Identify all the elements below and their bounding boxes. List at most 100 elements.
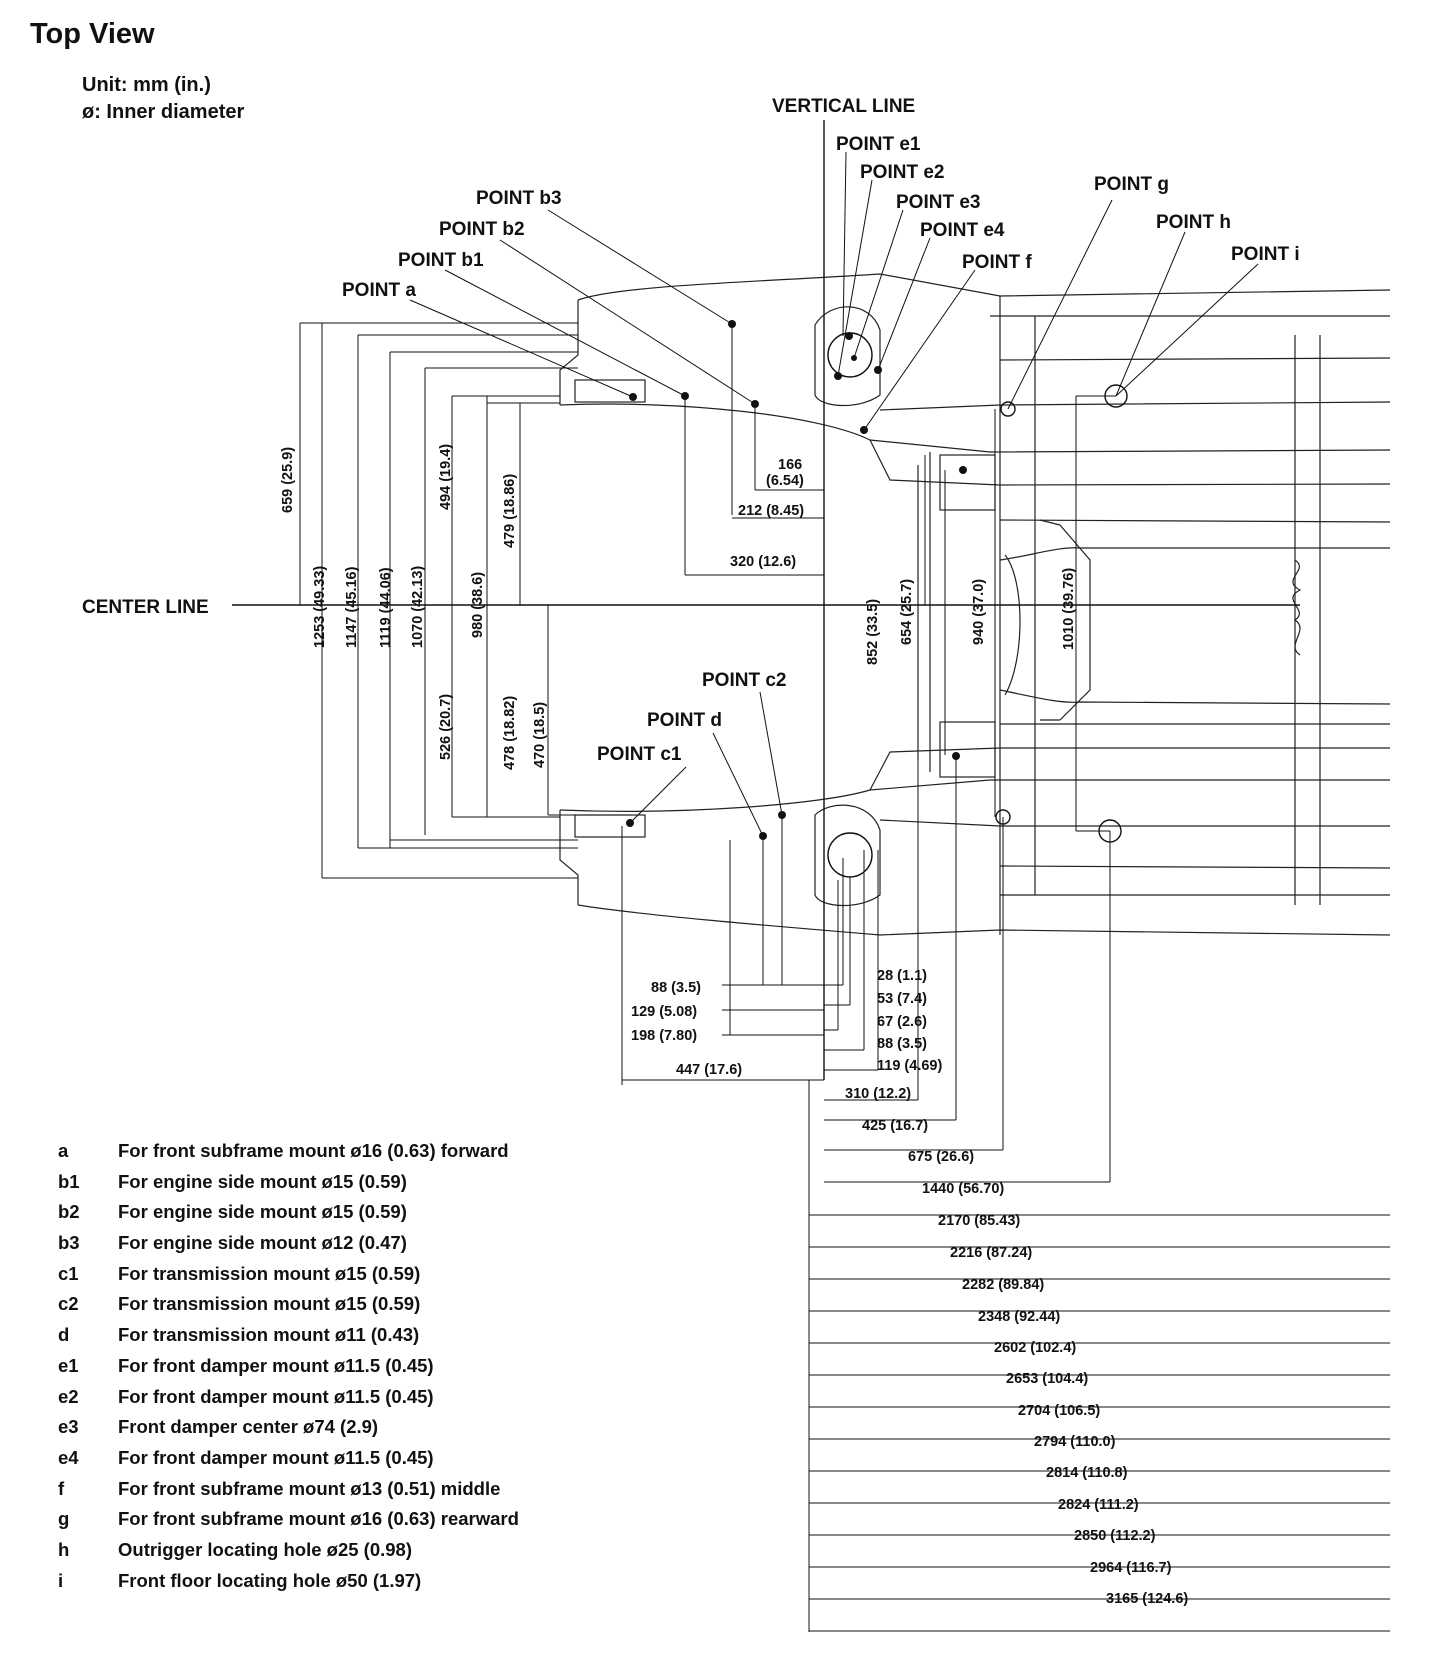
- legend-text: Outrigger locating hole ø25 (0.98): [118, 1538, 412, 1560]
- point-e2-label: POINT e2: [860, 162, 944, 183]
- dim-675: 675 (26.6): [908, 1149, 974, 1165]
- legend-text: For front damper mount ø11.5 (0.45): [118, 1385, 434, 1407]
- point-e1-marker: [845, 332, 853, 340]
- legend-item: e3 Front damper center ø74 (2.9): [58, 1416, 519, 1447]
- dim-478: 478 (18.82): [502, 696, 518, 770]
- dim-67: 67 (2.6): [877, 1014, 927, 1030]
- dim-980: 980 (38.6): [470, 572, 486, 638]
- legend-text: For transmission mount ø11 (0.43): [118, 1324, 420, 1346]
- dim-2704: 2704 (106.5): [1018, 1403, 1100, 1419]
- point-c1-label: POINT c1: [597, 744, 682, 765]
- dim-53: 53 (7.4): [877, 991, 927, 1007]
- legend-item: e1 For front damper mount ø11.5 (0.45): [58, 1355, 519, 1386]
- forward-dimension-lines: [621, 324, 824, 1085]
- legend-item: c1 For transmission mount ø15 (0.59): [58, 1263, 519, 1294]
- point-i-label: POINT i: [1231, 244, 1300, 265]
- dim-852: 852 (33.5): [865, 599, 881, 665]
- point-a-label: POINT a: [342, 280, 416, 301]
- dim-2216: 2216 (87.24): [950, 1245, 1032, 1261]
- legend-text: For front subframe mount ø13 (0.51) midd…: [118, 1477, 501, 1499]
- dim-129: 129 (5.08): [631, 1004, 697, 1020]
- dim-2964: 2964 (116.7): [1090, 1560, 1172, 1576]
- damper-center-circle-lower: [827, 832, 873, 878]
- dim-310: 310 (12.2): [845, 1086, 911, 1102]
- dim-2602: 2602 (102.4): [994, 1340, 1076, 1356]
- lateral-dimension-lines: [299, 322, 1116, 879]
- dim-1070: 1070 (42.13): [410, 566, 426, 648]
- dim-659: 659 (25.9): [280, 447, 296, 513]
- legend-key: g: [58, 1508, 70, 1530]
- dim-28: 28 (1.1): [877, 968, 927, 984]
- legend-item: c2 For transmission mount ø15 (0.59): [58, 1293, 519, 1324]
- vertical-line-label: VERTICAL LINE: [772, 96, 915, 117]
- dim-2348: 2348 (92.44): [978, 1309, 1060, 1325]
- body-frame-outline: [559, 273, 1391, 936]
- point-e4-label: POINT e4: [920, 220, 1005, 241]
- dim-1440: 1440 (56.70): [922, 1181, 1004, 1197]
- dim-212: 212 (8.45): [738, 503, 804, 519]
- dim-479: 479 (18.86): [502, 474, 518, 548]
- legend-text: Front floor locating hole ø50 (1.97): [118, 1569, 422, 1591]
- legend-text: For transmission mount ø15 (0.59): [118, 1262, 421, 1284]
- measurement-points: [626, 320, 1128, 878]
- legend-text: For engine side mount ø15 (0.59): [118, 1170, 407, 1192]
- legend-key: f: [58, 1477, 65, 1499]
- point-h-label: POINT h: [1156, 212, 1231, 233]
- dim-166-in: (6.54): [766, 473, 804, 489]
- point-c2-label: POINT c2: [702, 670, 786, 691]
- point-f-label: POINT f: [962, 252, 1032, 273]
- dim-88-rear: 88 (3.5): [877, 1036, 927, 1052]
- dim-447: 447 (17.6): [676, 1062, 742, 1078]
- legend-item: a For front subframe mount ø16 (0.63) for…: [58, 1140, 519, 1171]
- dim-166: 166: [778, 457, 802, 473]
- legend-text: For transmission mount ø15 (0.59): [118, 1293, 421, 1315]
- dim-320: 320 (12.6): [730, 554, 796, 570]
- dim-526: 526 (20.7): [438, 694, 454, 760]
- dim-2824: 2824 (111.2): [1058, 1497, 1139, 1513]
- dim-198: 198 (7.80): [631, 1028, 697, 1044]
- point-e1-label: POINT e1: [836, 134, 921, 155]
- dim-88-fwd: 88 (3.5): [651, 980, 701, 996]
- dim-494: 494 (19.4): [438, 444, 454, 510]
- dim-2850: 2850 (112.2): [1074, 1528, 1156, 1544]
- dim-119: 119 (4.69): [877, 1058, 942, 1074]
- point-f-lower-mount: [959, 466, 967, 474]
- dim-1010: 1010 (39.76): [1061, 568, 1077, 650]
- point-e3-label: POINT e3: [896, 192, 980, 213]
- leader-lines: [409, 151, 1259, 837]
- center-line-label: CENTER LINE: [82, 597, 209, 618]
- legend-key: b2: [58, 1201, 80, 1223]
- legend-text: For front subframe mount ø16 (0.63) forw…: [118, 1140, 509, 1161]
- point-g-label: POINT g: [1094, 174, 1169, 195]
- point-legend: a For front subframe mount ø16 (0.63) for…: [58, 1140, 519, 1600]
- legend-text: For front damper mount ø11.5 (0.45): [118, 1354, 434, 1376]
- dim-425: 425 (16.7): [862, 1118, 928, 1134]
- legend-key: e2: [58, 1385, 79, 1407]
- dim-1253: 1253 (49.33): [312, 566, 328, 648]
- legend-item: b2 For engine side mount ø15 (0.59): [58, 1201, 519, 1232]
- legend-key: a: [58, 1140, 69, 1161]
- legend-key: c2: [58, 1293, 79, 1315]
- legend-key: e3: [58, 1416, 79, 1438]
- point-b3-label: POINT b3: [476, 188, 562, 209]
- point-b1-label: POINT b1: [398, 250, 484, 271]
- dim-654: 654 (25.7): [899, 579, 915, 645]
- dim-3165: 3165 (124.6): [1106, 1591, 1188, 1607]
- dim-1119: 1119 (44.06): [378, 567, 394, 648]
- dim-470: 470 (18.5): [532, 702, 548, 768]
- legend-key: c1: [58, 1262, 79, 1284]
- dim-940: 940 (37.0): [971, 579, 987, 645]
- dim-2653: 2653 (104.4): [1006, 1371, 1088, 1387]
- legend-text: Front damper center ø74 (2.9): [118, 1416, 379, 1438]
- dim-2170: 2170 (85.43): [938, 1213, 1020, 1229]
- legend-key: e4: [58, 1446, 79, 1468]
- legend-text: For engine side mount ø15 (0.59): [118, 1201, 407, 1223]
- point-d-label: POINT d: [647, 710, 722, 731]
- legend-key: e1: [58, 1354, 79, 1376]
- reference-lines: [232, 120, 1300, 1632]
